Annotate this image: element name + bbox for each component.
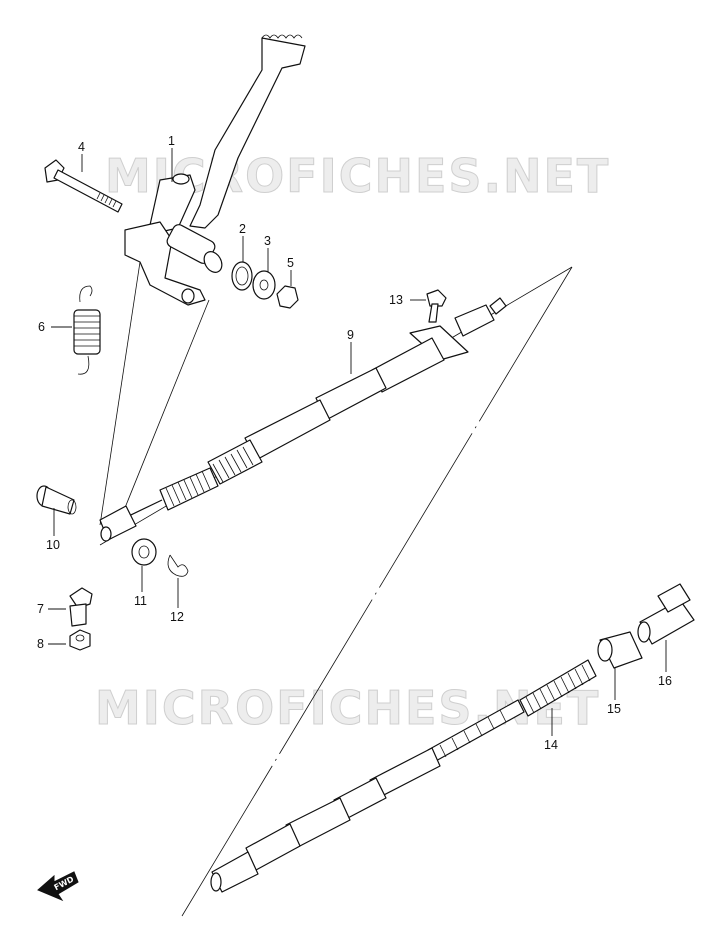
cable-joint-part (597, 631, 643, 669)
callout-13: 13 (389, 293, 403, 307)
callout-4: 4 (78, 140, 85, 154)
clevis-pin-part (36, 485, 77, 515)
callout-6: 6 (38, 320, 45, 334)
cable-spring-part (519, 659, 597, 717)
pivot-bolt-part (44, 159, 123, 213)
callout-9: 9 (347, 328, 354, 342)
brake-pedal-part (124, 34, 306, 306)
callout-7: 7 (37, 602, 44, 616)
washer-large-part (252, 270, 276, 300)
callout-3: 3 (264, 234, 271, 248)
washer-part (231, 261, 253, 291)
brake-rod-part (99, 297, 507, 542)
return-spring-part (73, 285, 101, 375)
callout-16: 16 (658, 674, 672, 688)
callout-12: 12 (170, 610, 184, 624)
callout-8: 8 (37, 637, 44, 651)
callout-labels: 1 4 2 3 5 6 13 9 10 11 12 7 8 14 15 16 (37, 134, 672, 752)
callout-14: 14 (544, 738, 558, 752)
leader-lines (48, 148, 667, 736)
callout-1: 1 (168, 134, 175, 148)
brake-cable-lower-part (210, 699, 525, 893)
joint-arm-part (637, 583, 695, 645)
bracket-bolt-part (426, 289, 447, 323)
lock-nut-part (69, 629, 91, 651)
callout-15: 15 (607, 702, 621, 716)
forward-direction-arrow: FWD (37, 871, 79, 902)
callout-2: 2 (239, 222, 246, 236)
callout-10: 10 (46, 538, 60, 552)
callout-11: 11 (134, 594, 147, 608)
flat-washer-part (131, 538, 157, 566)
nut-part (276, 285, 299, 309)
cotter-pin-part (167, 554, 189, 577)
callout-5: 5 (287, 256, 294, 270)
short-bolt-part (69, 587, 93, 627)
